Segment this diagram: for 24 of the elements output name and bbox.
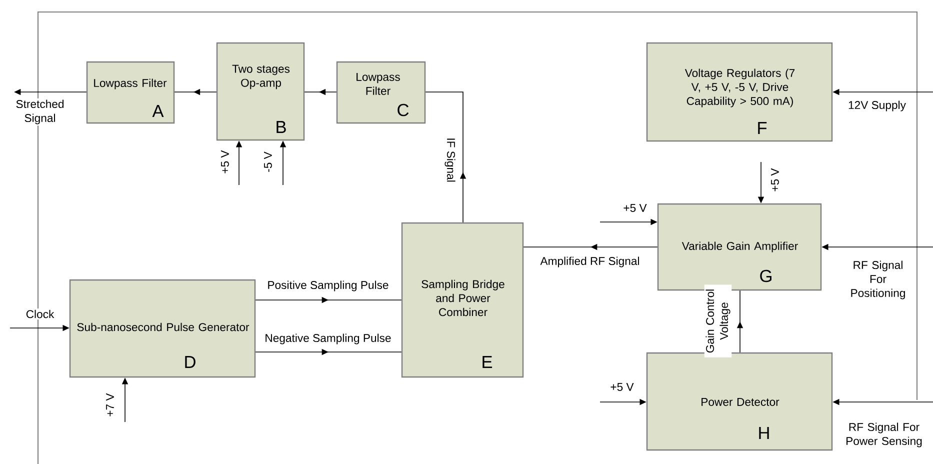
edge-label: +5 V <box>220 148 230 176</box>
edge-label: Negative Sampling Pulse <box>263 332 393 346</box>
edge-label: RF Signal For Positioning <box>846 259 910 301</box>
edge-label: +7 V <box>104 392 116 418</box>
edge-label: Clock <box>24 308 56 320</box>
edge-label: IF Signal <box>443 136 457 184</box>
edge-label: 12V Supply <box>846 99 908 113</box>
block-box: Power Detector H <box>646 352 833 451</box>
edge-label: +5 V <box>622 202 648 214</box>
edge-label: Stretched Signal <box>8 98 72 126</box>
block-box: Variable Gain Amplifier G <box>657 203 822 291</box>
edge-label: Gain Control Voltage <box>704 284 732 358</box>
block-box: Lowpass Filter C <box>336 61 426 124</box>
block-box: Lowpass Filter A <box>86 61 175 124</box>
edge-label: +5 V <box>608 382 636 392</box>
edge-label: Positive Sampling Pulse <box>266 279 390 293</box>
edge-label: +5 V <box>770 166 780 194</box>
edge-label: RF Signal For Power Sensing <box>842 421 926 449</box>
block-box: Sampling Bridge and Power Combiner E <box>401 222 524 378</box>
block-box: Voltage Regulators (7 V, +5 V, -5 V, Drive Capability > 500 mA) F <box>646 42 833 142</box>
edge-label: -5 V <box>262 150 274 174</box>
block-box: Two stages Op-amp B <box>216 42 305 141</box>
block-box: Sub-nanosecond Pulse Generator D <box>69 279 256 378</box>
edge-label: Amplified RF Signal <box>538 255 642 269</box>
